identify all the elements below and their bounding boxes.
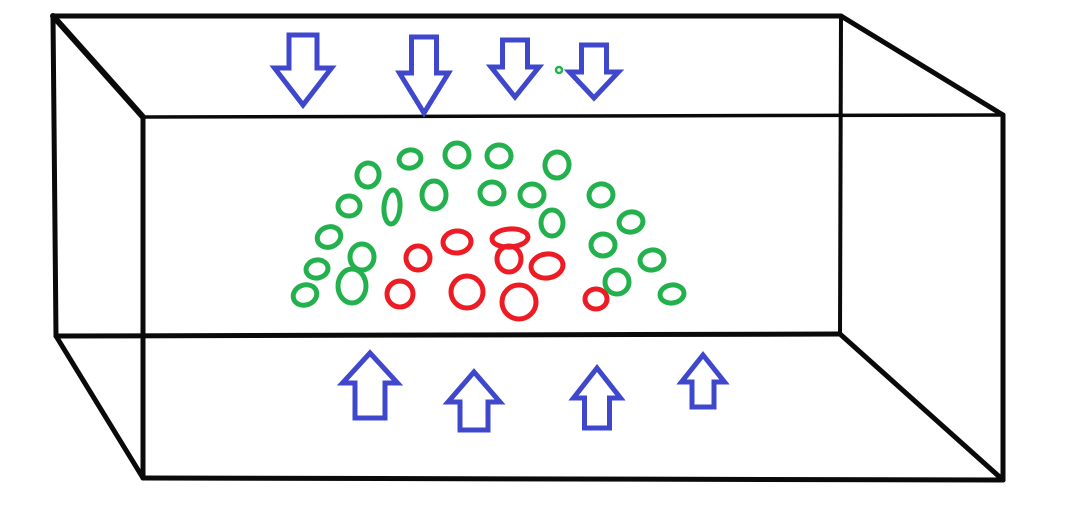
red-particle bbox=[528, 251, 566, 281]
green-particle bbox=[335, 266, 369, 306]
green-particle bbox=[303, 257, 331, 281]
top-pressure-arrows bbox=[269, 32, 625, 118]
green-particle bbox=[354, 160, 382, 190]
green-particle bbox=[314, 224, 344, 250]
red-particle bbox=[499, 282, 539, 322]
pressure-arrow-up-icon bbox=[442, 368, 506, 433]
front-top-edge bbox=[141, 113, 1005, 119]
green-particle bbox=[538, 207, 566, 239]
pressure-arrow-down-icon bbox=[269, 32, 337, 110]
pressure-arrow-up-icon bbox=[568, 363, 626, 431]
bottom-pressure-arrows bbox=[336, 349, 730, 433]
back-left-edge bbox=[50, 13, 59, 339]
back-right-edge bbox=[838, 14, 843, 336]
green-particle bbox=[602, 267, 632, 297]
bottom-left-depth-edge bbox=[53, 333, 146, 481]
green-particle bbox=[290, 282, 320, 308]
top-left-depth-edge bbox=[50, 13, 146, 120]
green-particle bbox=[442, 140, 472, 170]
bottom-right-depth-edge bbox=[837, 331, 1006, 483]
green-particle bbox=[396, 147, 424, 171]
top-right-depth-edge bbox=[838, 13, 1006, 118]
pressure-arrow-down-icon bbox=[485, 37, 545, 102]
red-particle bbox=[494, 243, 524, 275]
green-particle bbox=[657, 282, 687, 306]
green-particle bbox=[484, 142, 514, 170]
green-particle bbox=[335, 193, 363, 219]
green-particle bbox=[419, 178, 449, 212]
red-particle bbox=[384, 278, 416, 310]
pressure-arrow-down-icon bbox=[395, 34, 453, 118]
green-particle bbox=[477, 179, 507, 207]
green-particle bbox=[637, 247, 667, 273]
pressure-arrow-up-icon bbox=[336, 349, 404, 421]
green-particle bbox=[381, 187, 403, 227]
green-particle bbox=[347, 241, 377, 273]
red-particle bbox=[440, 228, 474, 256]
pressure-arrow-down-icon bbox=[563, 42, 625, 102]
green-particle bbox=[542, 149, 572, 181]
pressure-arrow-up-icon bbox=[676, 350, 730, 410]
box-wireframe bbox=[50, 13, 1006, 483]
green-particle bbox=[517, 181, 547, 209]
front-bottom-edge bbox=[140, 475, 1006, 483]
outer-green-particles bbox=[290, 65, 687, 308]
inner-red-particles bbox=[384, 226, 610, 322]
tiny-green-dot bbox=[554, 65, 564, 75]
red-particle bbox=[448, 273, 486, 311]
back-bottom-edge bbox=[53, 331, 843, 339]
green-particle bbox=[616, 209, 646, 235]
red-particle bbox=[582, 286, 610, 312]
red-particle bbox=[403, 243, 433, 273]
green-particle bbox=[586, 181, 616, 209]
green-particle bbox=[588, 231, 618, 259]
